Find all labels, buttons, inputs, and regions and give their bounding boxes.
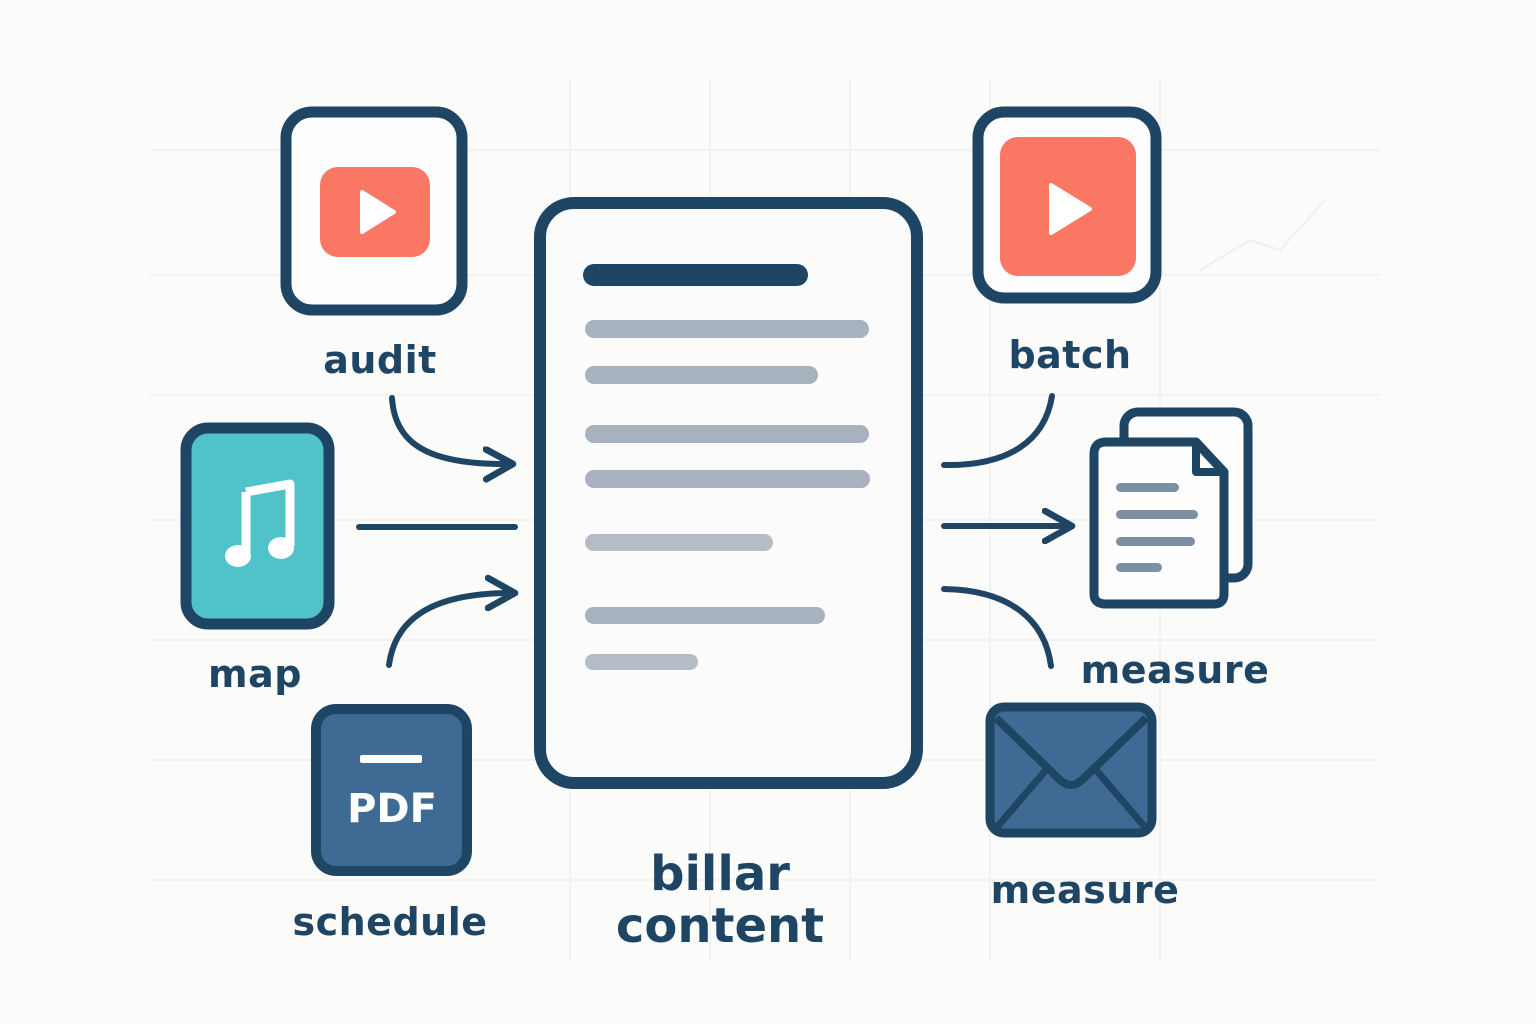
connector-content-to-measure: [941, 586, 1054, 669]
pdf-file-icon: PDF: [311, 704, 472, 876]
center-document: [534, 197, 923, 789]
document-text-line: [585, 470, 870, 488]
video-play-icon: [972, 106, 1162, 304]
center-title-line2: content: [615, 898, 825, 954]
output-label-batch: batch: [1008, 333, 1132, 377]
center-title: billar content: [600, 848, 840, 952]
document-text-line: [585, 425, 869, 443]
document-text-line: [585, 366, 818, 384]
document-text-line: [585, 607, 825, 624]
document-heading-bar: [583, 264, 808, 286]
output-label-measure-envelope: measure: [990, 868, 1180, 912]
document-text-line: [585, 654, 698, 670]
music-note-icon: [180, 422, 335, 630]
input-label-audit: audit: [323, 338, 437, 382]
arrow-schedule-to-content: [386, 593, 512, 668]
document-text-line: [585, 320, 869, 338]
video-play-icon: [280, 106, 468, 316]
output-label-measure-documents: measure: [1080, 648, 1270, 692]
center-title-line1: billar: [650, 846, 790, 902]
input-label-schedule: schedule: [292, 900, 488, 944]
arrow-audit-to-content: [389, 395, 510, 464]
connector-content-to-batch: [941, 393, 1055, 469]
document-text-line: [585, 534, 773, 551]
envelope-icon: [985, 702, 1157, 838]
documents-icon: [1089, 407, 1253, 609]
input-label-map: map: [208, 652, 302, 696]
pdf-text: PDF: [347, 786, 437, 832]
